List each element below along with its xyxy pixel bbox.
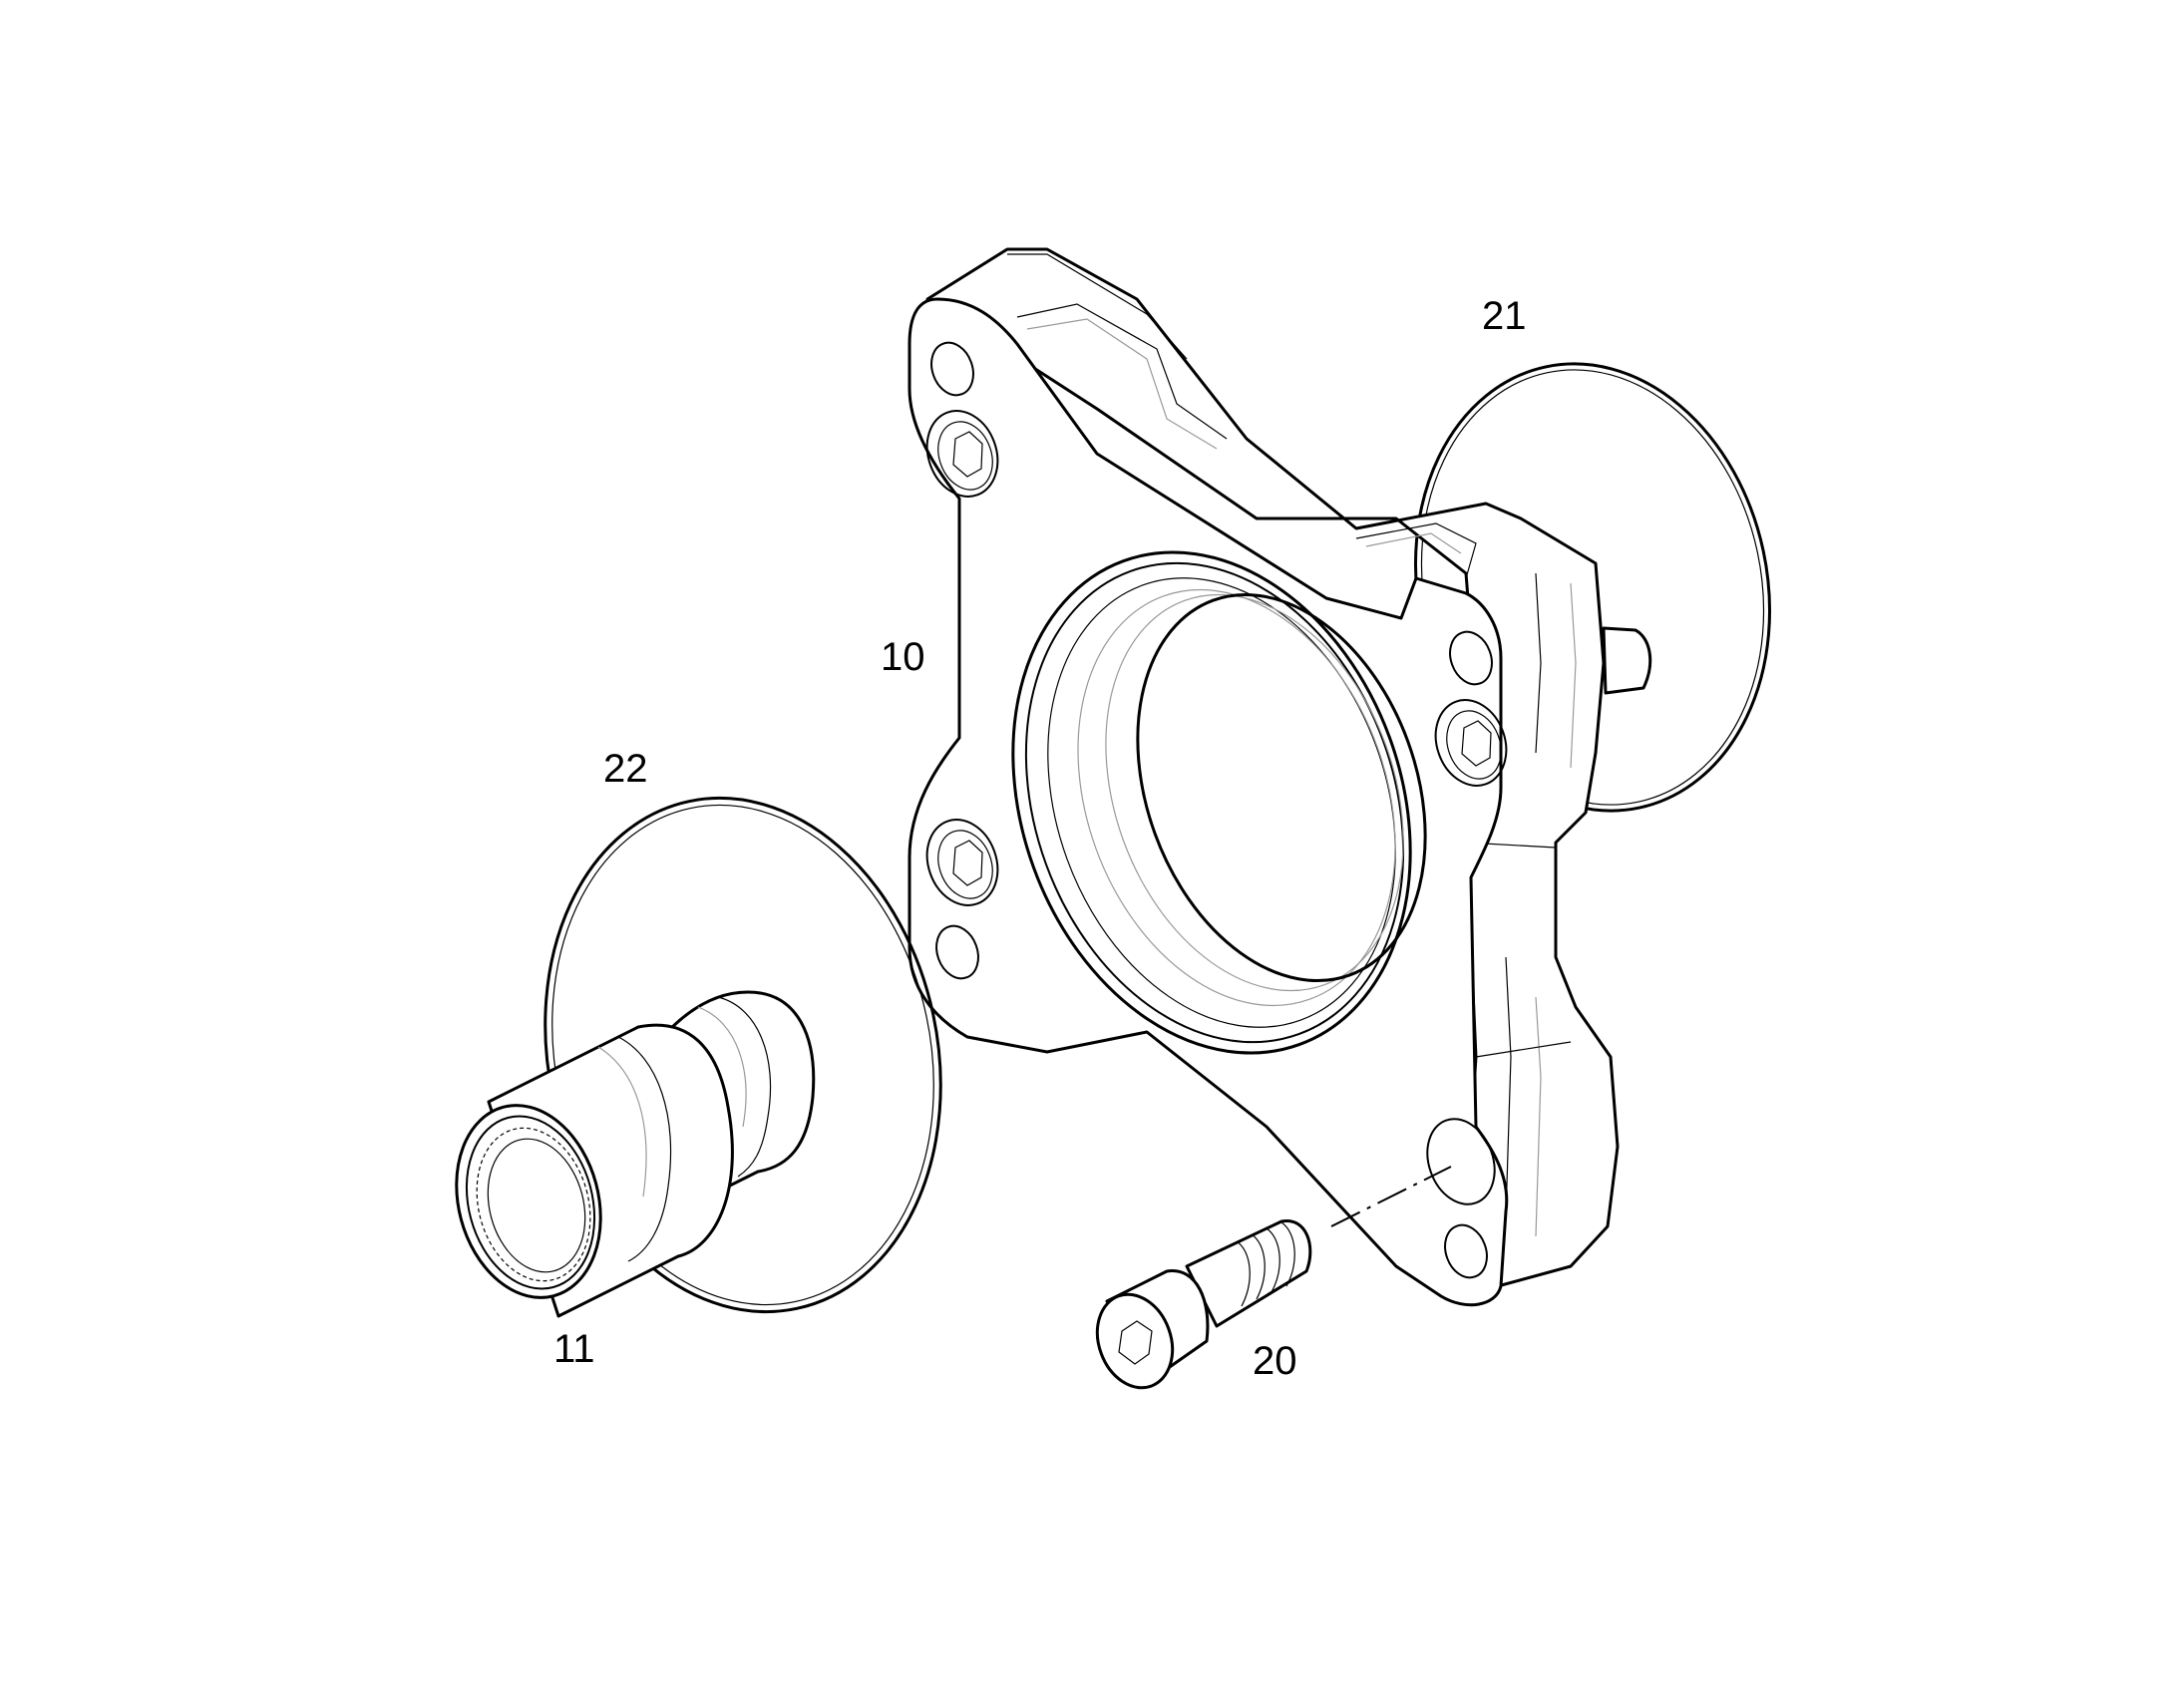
label-22: 22 <box>603 747 648 791</box>
screw-20 <box>1095 1166 1452 1390</box>
label-20: 20 <box>1253 1339 1297 1383</box>
label-21: 21 <box>1482 294 1527 338</box>
housing-10 <box>908 247 1652 1307</box>
sleeve-11 <box>455 990 816 1318</box>
label-10: 10 <box>881 635 925 679</box>
label-11: 11 <box>553 1327 595 1371</box>
